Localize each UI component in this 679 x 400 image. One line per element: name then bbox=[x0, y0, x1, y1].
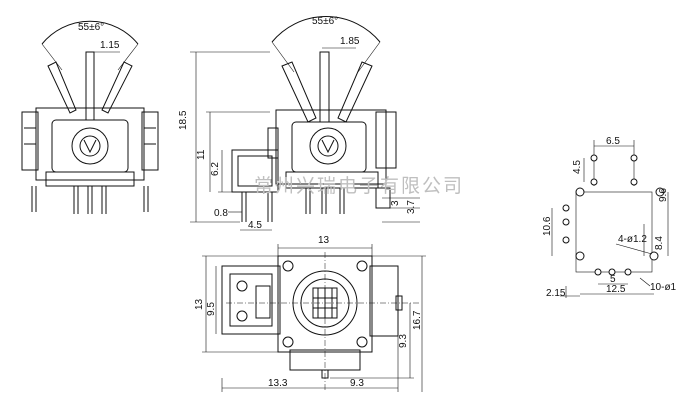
pcb-top-spacing: 6.5 bbox=[606, 136, 620, 147]
pcb-left-edge: 2.15 bbox=[546, 288, 566, 299]
right-offset-label: 1.85 bbox=[340, 36, 360, 47]
right-side-view: 55±6° 1.85 18.5 bbox=[178, 16, 420, 231]
left-angle-label: 55±6° bbox=[78, 22, 104, 33]
pcb-right-lower: 8.4 bbox=[654, 236, 665, 250]
dim-pin-width: 0.8 bbox=[214, 208, 228, 219]
pcb-left-height: 10.6 bbox=[542, 216, 553, 236]
pcb-bottom-outer: 12.5 bbox=[606, 284, 626, 295]
dim-lever-offset: 9.3 bbox=[398, 334, 409, 348]
dim-pin-pitch: 4.5 bbox=[248, 220, 262, 231]
pcb-bottom-inner: 5 bbox=[610, 274, 616, 285]
dim-top-width: 13 bbox=[318, 235, 330, 246]
dim-total-height: 18.5 bbox=[178, 110, 189, 130]
pcb-hole-label: 4-ø1.2 bbox=[618, 234, 647, 245]
dim-pin-len-a: 3 bbox=[390, 200, 401, 206]
pcb-hole-label-b: 10-ø1 bbox=[650, 282, 677, 293]
left-lever-left bbox=[47, 61, 77, 114]
dim-half-height: 9.5 bbox=[206, 302, 217, 316]
dim-total-depth: 16.7 bbox=[412, 310, 423, 330]
left-side-view: 55±6° 1.15 bbox=[21, 20, 159, 214]
dim-right-span: 9.3 bbox=[350, 378, 364, 389]
left-offset-label: 1.15 bbox=[100, 40, 120, 51]
left-lever-center bbox=[85, 51, 95, 121]
watermark: 常州兴瑞电子有限公司 bbox=[254, 175, 464, 197]
dim-lower-height: 6.2 bbox=[210, 162, 221, 176]
left-ball bbox=[71, 127, 109, 165]
left-lever-right bbox=[101, 61, 133, 114]
dim-pin-len-b: 3.7 bbox=[406, 200, 417, 214]
pcb-layout: 6.5 4.5 9.6 10.6 4-ø1.2 8.4 5 12.5 10-ø1 bbox=[542, 136, 677, 299]
dim-top-height: 13 bbox=[194, 298, 205, 310]
top-side-block bbox=[221, 265, 281, 335]
pcb-top-height: 4.5 bbox=[572, 160, 583, 174]
top-view: 13 13 9.5 9.3 bbox=[194, 235, 426, 392]
dim-left-span: 13.3 bbox=[268, 378, 288, 389]
dim-body-height: 11 bbox=[196, 149, 207, 160]
pcb-right-height: 9.6 bbox=[658, 188, 669, 202]
right-angle-label: 55±6° bbox=[312, 16, 338, 27]
